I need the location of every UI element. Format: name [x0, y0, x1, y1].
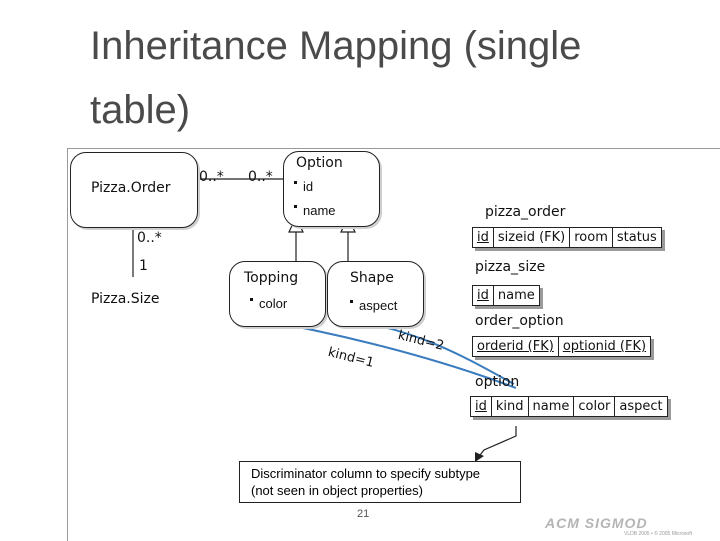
column-cell: aspect [619, 399, 663, 414]
option-attr-id: id [294, 179, 313, 194]
diagram-frame [67, 148, 720, 541]
class-pizza-order-name: Pizza.Order [91, 180, 171, 196]
column-cell: id [471, 397, 492, 416]
note-line-1: Discriminator column to specify subtype [251, 466, 481, 481]
table-pizza-order-name: pizza_order [485, 204, 566, 220]
note-pointer [476, 426, 517, 460]
table-pizza-size-name: pizza_size [475, 259, 546, 275]
table-pizza-order[interactable]: id sizeid (FK) room status [472, 227, 662, 248]
option-attr-id-text: id [303, 179, 314, 194]
discriminator-note: Discriminator column to specify subtype … [239, 461, 521, 503]
option-attr-name: name [294, 203, 336, 218]
column-cell: name [529, 397, 575, 416]
table-order-option[interactable]: orderid (FK) optionid (FK) [472, 336, 652, 357]
column-cell: sizeid (FK) [494, 228, 571, 247]
class-topping-name: Topping [244, 270, 299, 286]
note-line-2: (not seen in object properties) [251, 483, 423, 498]
page-title: Inheritance Mapping (single table) [90, 24, 582, 132]
page-number: 21 [357, 508, 370, 520]
acm-sigmod-logo: ACM SIGMOD [545, 515, 648, 531]
footer-text: VLDB 2005 • © 2005 Microsoft [624, 531, 692, 537]
topping-attr-color-text: color [259, 296, 288, 311]
column-cell: id [473, 286, 494, 305]
column-cell: orderid (FK) [473, 337, 559, 356]
column-cell: optionid (FK) [562, 339, 647, 354]
column-cell: kind [492, 397, 529, 416]
column-cell: status [616, 230, 657, 245]
shape-attr-aspect-text: aspect [359, 298, 398, 313]
multiplicity-order-option-right: 0..* [248, 169, 273, 185]
shape-attr-aspect: aspect [350, 298, 397, 313]
table-option[interactable]: id kind name color aspect [470, 396, 668, 417]
bullet-icon [250, 298, 253, 301]
multiplicity-order-size-top: 0..* [137, 230, 162, 246]
class-pizza-size-name: Pizza.Size [91, 291, 160, 307]
topping-attr-color: color [250, 296, 287, 311]
class-shape[interactable] [327, 261, 424, 327]
class-option-name: Option [296, 155, 343, 171]
column-cell: color [574, 397, 616, 416]
bullet-icon [294, 205, 297, 208]
class-topping[interactable] [229, 261, 326, 327]
note-pointer-head [475, 452, 484, 462]
option-attr-name-text: name [303, 203, 336, 218]
table-pizza-size[interactable]: id name [472, 285, 540, 306]
class-option[interactable] [283, 151, 380, 227]
multiplicity-order-option-left: 0..* [199, 169, 224, 185]
table-option-name: option [475, 374, 520, 390]
class-pizza-order[interactable] [70, 152, 198, 228]
table-order-option-name: order_option [475, 313, 564, 329]
column-cell: name [497, 288, 535, 303]
bullet-icon [350, 300, 353, 303]
class-shape-name: Shape [350, 270, 394, 286]
multiplicity-order-size-bottom: 1 [139, 258, 148, 274]
column-cell: room [570, 228, 613, 247]
bullet-icon [294, 181, 297, 184]
column-cell: id [473, 228, 494, 247]
